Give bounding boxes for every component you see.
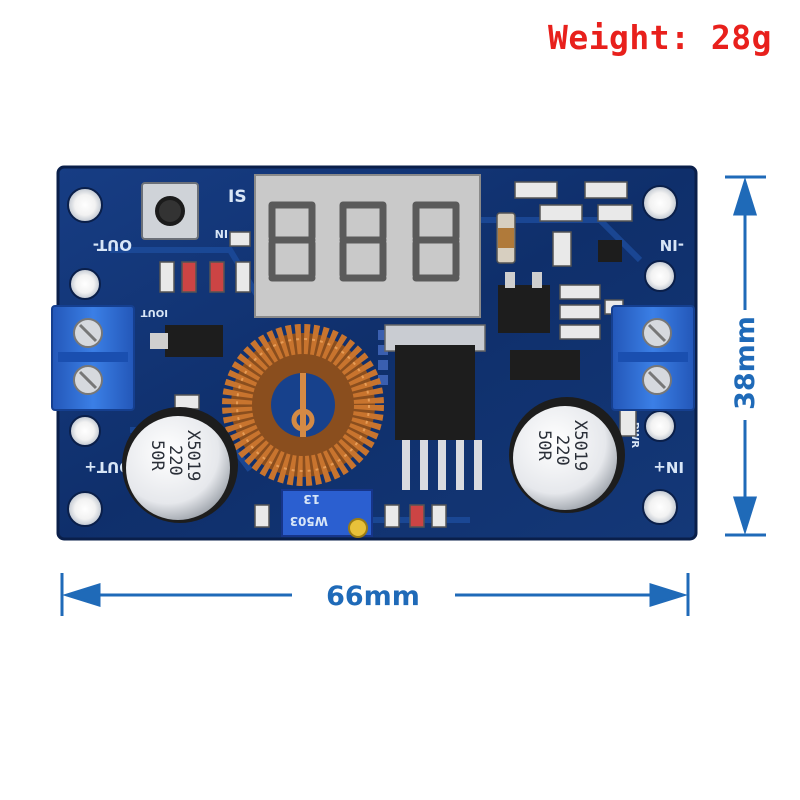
- silk-in: IN: [215, 227, 228, 240]
- silk-is: IS: [228, 187, 247, 207]
- silk-in-minus: -IN: [660, 236, 684, 254]
- terminal-block-left: [51, 305, 135, 411]
- arrow-left-icon: [61, 582, 101, 608]
- push-button: [141, 182, 199, 240]
- pot-text-1: 13: [303, 492, 320, 506]
- capacitor-left-text-2: 220: [165, 445, 185, 476]
- capacitor-left-text-3: 50R: [147, 440, 167, 471]
- silk-out-plus: OUT+: [84, 458, 132, 476]
- width-label: 66mm: [326, 581, 420, 612]
- toroid-inductor: [222, 324, 384, 486]
- regulator-chip: [384, 324, 486, 490]
- capacitor-left: X5019 220 50R: [122, 407, 238, 523]
- potentiometer: 13 W503: [281, 489, 373, 538]
- capacitor-right-text-3: 50R: [534, 430, 554, 461]
- arrow-right-icon: [649, 582, 689, 608]
- pot-text-2: W503: [290, 514, 328, 528]
- seven-segment-display: [254, 174, 481, 318]
- width-dimension: [60, 573, 690, 616]
- silk-in-plus: IN+: [653, 458, 684, 476]
- arrow-down-icon: [732, 496, 758, 536]
- silk-out-minus: OUT-: [93, 236, 132, 254]
- pcb-board-photo: IS IN OUT- -IN OUT+ IN+ IOUT PWR: [51, 165, 698, 541]
- height-label: 38mm: [730, 316, 761, 410]
- capacitor-left-text-1: X5019: [183, 430, 203, 481]
- arrow-up-icon: [732, 176, 758, 216]
- height-dimension: [725, 175, 766, 537]
- weight-label: Weight: 28g: [547, 18, 772, 57]
- capacitor-right: X5019 220 50R: [509, 397, 625, 513]
- mounting-holes: [67, 185, 678, 527]
- pin-header: [378, 330, 388, 385]
- capacitor-right-text-2: 220: [552, 435, 572, 466]
- capacitor-right-text-1: X5019: [570, 420, 590, 471]
- terminal-block-right: [611, 305, 695, 411]
- silk-iout: IOUT: [141, 307, 168, 318]
